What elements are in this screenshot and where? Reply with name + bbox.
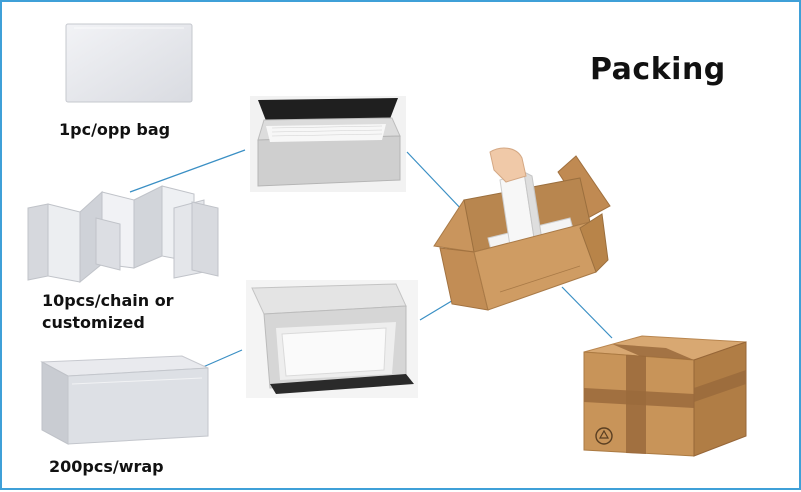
caption-chain-line1: 10pcs/chain or [42, 291, 174, 310]
page-title: Packing [590, 52, 726, 87]
card-wrap-image [32, 354, 212, 446]
caption-chain: 10pcs/chain or customized [42, 290, 174, 334]
open-carton-image [430, 142, 616, 318]
sealed-carton-image [582, 332, 748, 458]
inner-box-top-image [250, 96, 406, 192]
recycle-icon [595, 427, 613, 445]
caption-chain-line2: customized [42, 313, 145, 332]
caption-opp-bag: 1pc/opp bag [59, 120, 171, 139]
opp-bag-card-image [64, 22, 194, 104]
inner-box-bottom-image [246, 280, 418, 398]
caption-wrap: 200pcs/wrap [49, 457, 164, 476]
card-chain-image [24, 178, 220, 284]
